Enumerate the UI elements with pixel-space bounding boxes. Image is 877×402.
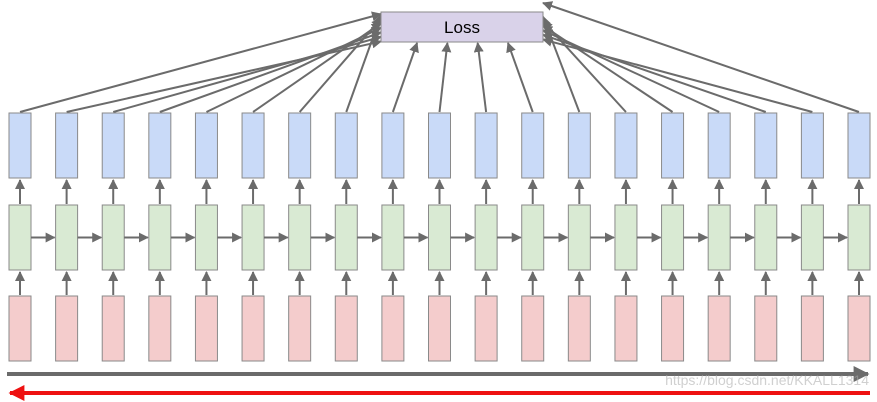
hidden-state-box [754,204,778,271]
output-box [241,112,265,179]
rnn-step [800,112,848,362]
hidden-state-box [148,204,172,271]
output-box [754,112,778,179]
output-box [661,112,685,179]
hidden-state-box [334,204,358,271]
rnn-step [428,112,476,362]
output-box [148,112,172,179]
rnn-step [381,112,429,362]
input-box [148,295,172,362]
output-to-loss-arrow [473,42,488,113]
output-box [567,112,591,179]
output-box [334,112,358,179]
loss-label: Loss [444,18,480,37]
output-to-loss-arrow [542,36,813,113]
output-to-loss-arrow [542,29,720,113]
output-to-loss-arrow [506,42,534,113]
hidden-state-box [707,204,731,271]
output-to-loss-arrow [66,38,382,113]
hidden-state-box [381,204,405,271]
hidden-state-box [288,204,312,271]
output-to-loss-arrow [252,22,382,113]
output-to-loss-arrow [438,42,452,113]
unrolled-cells [8,112,871,362]
output-box [101,112,125,179]
input-box [194,295,218,362]
output-to-loss-arrow [542,33,767,113]
input-box [567,295,591,362]
hidden-state-box [55,204,79,271]
rnn-step [474,112,522,362]
output-box [428,112,451,179]
rnn-step [288,112,336,362]
hidden-state-box [521,204,545,271]
output-box [8,112,32,179]
output-box [288,112,312,179]
output-to-loss-arrow [391,42,419,113]
hidden-state-box [101,204,125,271]
hidden-state-box [194,204,218,271]
output-box [847,112,871,179]
rnn-step [241,112,289,362]
output-box [55,112,79,179]
output-box [614,112,638,179]
input-box [428,295,451,362]
input-box [55,295,79,362]
hidden-state-box [474,204,498,271]
input-box [754,295,778,362]
rnn-step [614,112,662,362]
hidden-state-box [661,204,685,271]
output-box [800,112,824,179]
output-box [474,112,498,179]
hidden-state-box [567,204,591,271]
input-box [381,295,405,362]
input-box [661,295,685,362]
output-to-loss-arrow [19,11,382,113]
input-box [847,295,871,362]
output-to-loss-arrow [541,15,581,113]
output-to-loss-arrow [542,1,860,113]
input-box [800,295,824,362]
output-to-loss-arrow [206,26,382,113]
rnn-step [521,112,569,362]
output-box [707,112,731,179]
output-to-loss-arrow [345,14,383,113]
input-box [614,295,638,362]
rnn-step [334,112,382,362]
output-box [521,112,545,179]
input-box [334,295,358,362]
input-box [241,295,265,362]
output-to-loss-arrow [298,17,382,113]
output-box [194,112,218,179]
rnn-step [194,112,243,362]
input-box [707,295,731,362]
rnn-step [707,112,755,362]
hidden-state-box [241,204,265,271]
input-box [288,295,312,362]
loss-arrows [19,1,860,113]
input-box [101,295,125,362]
loss-box: Loss [380,11,544,43]
hidden-state-box [847,204,871,271]
input-box [8,295,32,362]
input-box [474,295,498,362]
rnn-step [101,112,149,362]
rnn-step [754,112,802,362]
output-box [381,112,405,179]
rnn-step [55,112,103,362]
rnn-step [148,112,196,362]
hidden-state-box [428,204,451,271]
loss-box-rect [380,11,544,43]
hidden-state-box [614,204,638,271]
hidden-state-box [800,204,824,271]
rnn-step [661,112,709,362]
rnn-step [847,112,871,362]
rnn-step [8,112,56,362]
rnn-step [567,112,615,362]
input-box [521,295,545,362]
hidden-state-box [8,204,32,271]
